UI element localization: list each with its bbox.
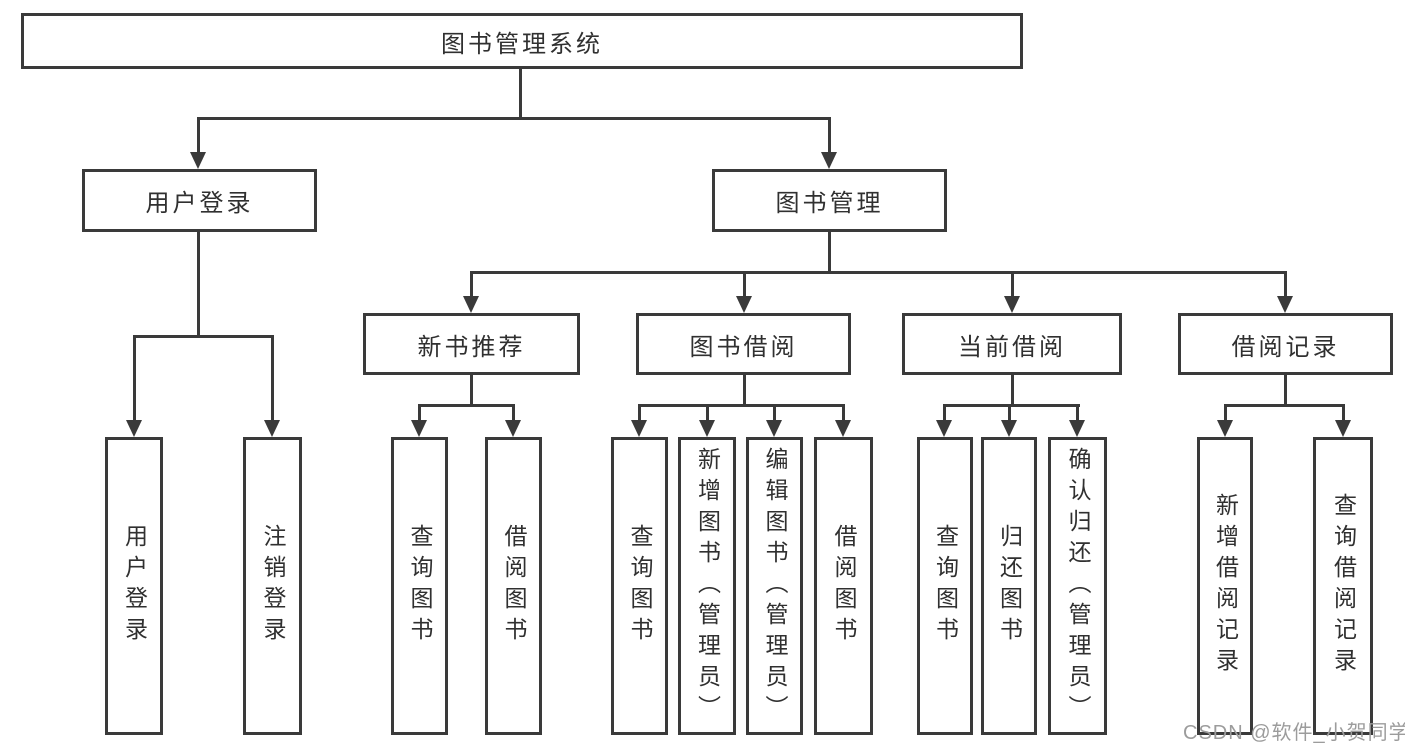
leaf-borrow-add-books-admin: 新增图书（管理员） xyxy=(678,437,736,735)
leaf-borrow-edit-books-admin: 编辑图书（管理员） xyxy=(746,437,803,735)
arrow-to-bb-edit xyxy=(766,420,782,437)
connector-l2-bar xyxy=(197,117,831,120)
connector-to-nbr-borrow xyxy=(512,404,515,421)
arrow-to-user-login xyxy=(190,152,206,169)
arrow-to-nbr-borrow xyxy=(505,420,521,437)
connector-to-leaf-logout xyxy=(271,335,274,421)
connector-book-borrow-bar xyxy=(638,404,844,407)
node-root: 图书管理系统 xyxy=(21,13,1023,69)
leaf-records-add-record: 新增借阅记录 xyxy=(1197,437,1253,735)
leaf-records-add-record-label: 新增借阅记录 xyxy=(1212,493,1239,679)
connector-to-user-login xyxy=(197,117,200,153)
arrow-to-borrow-records xyxy=(1277,296,1293,313)
connector-user-login-bar xyxy=(133,335,274,338)
node-new-book-rec-label: 新书推荐 xyxy=(417,333,526,361)
leaf-newrec-borrow-books-label: 借阅图书 xyxy=(501,524,527,648)
node-current-borrow: 当前借阅 xyxy=(902,313,1122,375)
node-borrow-records: 借阅记录 xyxy=(1178,313,1393,375)
csdn-watermark: CSDN @软件_小贺同学 xyxy=(1183,722,1405,744)
node-user-login-label: 用户登录 xyxy=(145,190,254,217)
leaf-newrec-borrow-books: 借阅图书 xyxy=(485,437,542,735)
node-book-mgmt-label: 图书管理 xyxy=(775,190,884,217)
connector-new-book-rec-bar xyxy=(418,404,515,407)
connector-to-bb-add xyxy=(706,404,709,421)
arrow-to-current-borrow xyxy=(1004,296,1020,313)
leaf-current-confirm-return-admin: 确认归还（管理员） xyxy=(1048,437,1107,735)
connector-to-leaf-user-login xyxy=(133,335,136,421)
leaf-current-return-books: 归还图书 xyxy=(981,437,1037,735)
connector-current-borrow-stem xyxy=(1011,375,1014,407)
leaf-records-query-record: 查询借阅记录 xyxy=(1313,437,1373,735)
arrow-to-book-borrow xyxy=(736,296,752,313)
leaf-logout-label: 注销登录 xyxy=(260,524,286,648)
leaf-user-login: 用户登录 xyxy=(105,437,163,735)
connector-to-br-query xyxy=(1342,404,1345,421)
node-user-login: 用户登录 xyxy=(82,169,317,232)
leaf-borrow-query-books: 查询图书 xyxy=(611,437,668,735)
connector-to-book-mgmt xyxy=(828,117,831,153)
leaf-borrow-borrow-books-label: 借阅图书 xyxy=(831,524,857,648)
arrow-to-cb-return xyxy=(1001,420,1017,437)
connector-l3-bar xyxy=(470,271,1287,274)
arrow-to-bb-query xyxy=(631,420,647,437)
arrow-to-br-add xyxy=(1217,420,1233,437)
node-borrow-records-label: 借阅记录 xyxy=(1231,333,1340,361)
connector-to-bb-borrow xyxy=(842,404,845,421)
leaf-newrec-query-books-label: 查询图书 xyxy=(407,524,433,648)
leaf-borrow-query-books-label: 查询图书 xyxy=(627,524,653,648)
leaf-borrow-edit-books-admin-label: 编辑图书（管理员） xyxy=(762,446,788,726)
connector-to-cb-query xyxy=(943,404,946,421)
connector-book-borrow-stem xyxy=(743,375,746,407)
node-new-book-rec: 新书推荐 xyxy=(363,313,580,375)
arrow-to-bb-add xyxy=(699,420,715,437)
leaf-borrow-add-books-admin-label: 新增图书（管理员） xyxy=(694,446,721,726)
leaf-current-query-books-label: 查询图书 xyxy=(932,524,959,648)
connector-borrow-records-bar xyxy=(1224,404,1345,407)
arrow-to-leaf-user-login xyxy=(126,420,142,437)
connector-to-book-borrow xyxy=(743,271,746,297)
connector-user-login-stem xyxy=(197,232,200,338)
connector-to-nbr-query xyxy=(418,404,421,421)
leaf-current-query-books: 查询图书 xyxy=(917,437,973,735)
node-current-borrow-label: 当前借阅 xyxy=(958,333,1066,361)
connector-to-cb-confirm xyxy=(1076,404,1079,421)
leaf-current-return-books-label: 归还图书 xyxy=(996,524,1023,648)
connector-to-current-borrow xyxy=(1011,271,1014,297)
arrow-to-nbr-query xyxy=(411,420,427,437)
connector-to-borrow-records xyxy=(1284,271,1287,297)
arrow-to-new-book-rec xyxy=(463,296,479,313)
connector-to-cb-return xyxy=(1008,404,1011,421)
arrow-to-book-mgmt xyxy=(821,152,837,169)
arrow-to-bb-borrow xyxy=(835,420,851,437)
arrow-to-cb-confirm xyxy=(1069,420,1085,437)
arrow-to-br-query xyxy=(1335,420,1351,437)
node-root-label: 图书管理系统 xyxy=(441,30,603,58)
connector-to-bb-query xyxy=(638,404,641,421)
leaf-records-query-record-label: 查询借阅记录 xyxy=(1330,493,1357,679)
arrow-to-leaf-logout xyxy=(264,420,280,437)
connector-new-book-rec-stem xyxy=(470,375,473,407)
connector-to-new-book-rec xyxy=(470,271,473,297)
connector-book-mgmt-stem xyxy=(828,232,831,274)
connector-current-borrow-bar xyxy=(943,404,1080,407)
node-book-borrow: 图书借阅 xyxy=(636,313,851,375)
leaf-logout: 注销登录 xyxy=(243,437,302,735)
connector-to-br-add xyxy=(1224,404,1227,421)
leaf-user-login-label: 用户登录 xyxy=(121,524,148,648)
node-book-borrow-label: 图书借阅 xyxy=(689,333,798,361)
connector-to-bb-edit xyxy=(773,404,776,421)
connector-root-stem xyxy=(519,69,522,119)
node-book-mgmt: 图书管理 xyxy=(712,169,947,232)
leaf-newrec-query-books: 查询图书 xyxy=(391,437,448,735)
connector-borrow-records-stem xyxy=(1284,375,1287,407)
leaf-borrow-borrow-books: 借阅图书 xyxy=(814,437,873,735)
arrow-to-cb-query xyxy=(936,420,952,437)
leaf-current-confirm-return-admin-label: 确认归还（管理员） xyxy=(1065,446,1091,726)
